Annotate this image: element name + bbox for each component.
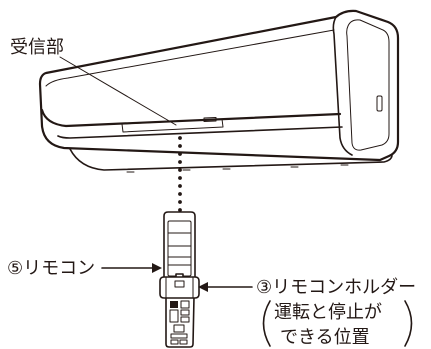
- ac-lower-band: [57, 126, 343, 139]
- ac-body-outline: [38, 9, 400, 162]
- remote-button: [180, 309, 190, 316]
- signal-dot: [178, 184, 182, 188]
- sensor-window: [203, 117, 217, 122]
- ac-top-panel-edge: [45, 29, 335, 87]
- remote-button: [179, 339, 188, 345]
- signal-dot: [178, 168, 182, 172]
- holder-note-line-2: できる位置: [280, 327, 370, 348]
- receiver-window: [121, 118, 224, 133]
- remote-arrow: [101, 263, 162, 273]
- signal-dot: [178, 208, 182, 212]
- signal-dot: [178, 176, 182, 180]
- ac-side-cap-edge: [332, 16, 353, 156]
- note-close-paren: [404, 300, 413, 347]
- ac-bottom-plate: [69, 148, 393, 171]
- remote-button: [170, 333, 188, 339]
- remote-holder-illustration: [159, 273, 200, 299]
- signal-dotted-line: [178, 136, 182, 212]
- signal-dot: [178, 160, 182, 164]
- holder-arrow: [198, 282, 253, 292]
- ac-front-lip: [40, 108, 342, 128]
- signal-dot: [178, 152, 182, 156]
- ac-side-slot: [376, 95, 383, 112]
- signal-dot: [178, 136, 182, 140]
- holder-clip: [174, 280, 185, 288]
- signal-dot: [178, 192, 182, 196]
- air-conditioner-illustration: [38, 9, 400, 173]
- remote-button: [180, 316, 190, 323]
- remote-control-illustration: [163, 211, 196, 348]
- holder-note-line-1: 運転と停止が: [274, 302, 382, 323]
- ac-side-cap-inner: [346, 19, 390, 151]
- remote-arrow-head: [152, 263, 162, 273]
- holder-label: ③リモコンホルダー: [256, 277, 416, 298]
- signal-dot: [178, 144, 182, 148]
- ac-bottom-fasteners: [126, 164, 349, 173]
- holder-arrow-head: [198, 282, 208, 292]
- remote-button: [170, 301, 178, 308]
- signal-dot: [178, 200, 182, 204]
- note-open-paren: [262, 300, 271, 347]
- remote-label: ⑤リモコン: [7, 258, 95, 279]
- remote-button: [173, 324, 185, 333]
- remote-button: [180, 300, 190, 309]
- remote-button: [170, 339, 179, 345]
- remote-button: [169, 309, 179, 323]
- receiver-label: 受信部: [10, 37, 64, 58]
- receiver-leader-line: [59, 56, 177, 126]
